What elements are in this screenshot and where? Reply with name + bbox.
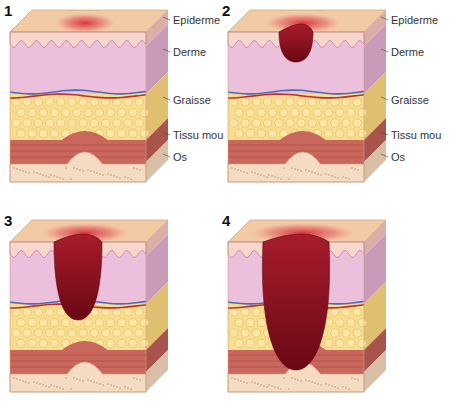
leader-line bbox=[163, 17, 170, 20]
leader-line bbox=[381, 132, 388, 135]
layer-label: Derme bbox=[173, 46, 206, 59]
leader-lines bbox=[163, 17, 388, 157]
layer-label: Os bbox=[391, 151, 405, 164]
leader-line bbox=[163, 132, 170, 135]
skin-block bbox=[228, 10, 386, 182]
leader-line bbox=[381, 17, 388, 20]
skin-block bbox=[10, 10, 168, 182]
layer-label: Derme bbox=[391, 46, 424, 59]
layer-label: Tissu mou bbox=[391, 129, 441, 142]
callout-number: 3 bbox=[4, 212, 12, 229]
callout-number: 4 bbox=[222, 212, 230, 229]
layer-label: Epiderme bbox=[391, 14, 438, 27]
skin-block bbox=[228, 220, 386, 392]
layer-label: Tissu mou bbox=[173, 129, 223, 142]
layer-label: Graisse bbox=[391, 94, 429, 107]
layer-label: Graisse bbox=[173, 94, 211, 107]
skin-block bbox=[10, 220, 168, 392]
leader-line bbox=[381, 49, 388, 52]
layer-label: Epiderme bbox=[173, 14, 220, 27]
leader-line bbox=[381, 97, 388, 100]
callout-number: 2 bbox=[222, 2, 230, 19]
leader-line bbox=[163, 154, 170, 157]
callout-number: 1 bbox=[4, 2, 12, 19]
leader-line bbox=[381, 154, 388, 157]
layer-label: Os bbox=[173, 151, 187, 164]
leader-line bbox=[163, 49, 170, 52]
leader-line bbox=[163, 97, 170, 100]
